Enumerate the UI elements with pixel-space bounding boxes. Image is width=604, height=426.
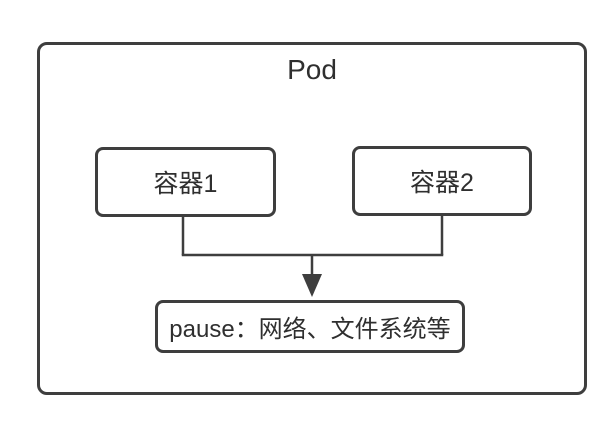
arrowhead-down-icon xyxy=(302,274,322,297)
node-container-1: 容器1 xyxy=(95,147,276,217)
node-container-2: 容器2 xyxy=(352,146,532,216)
node-pause: pause：网络、文件系统等 xyxy=(155,300,465,353)
node-pause-label: pause：网络、文件系统等 xyxy=(169,316,451,343)
pod-group-box xyxy=(37,42,587,395)
node-container-2-label: 容器2 xyxy=(410,169,474,197)
node-container-1-label: 容器1 xyxy=(153,170,218,198)
pod-group-label: Pod xyxy=(287,54,337,85)
